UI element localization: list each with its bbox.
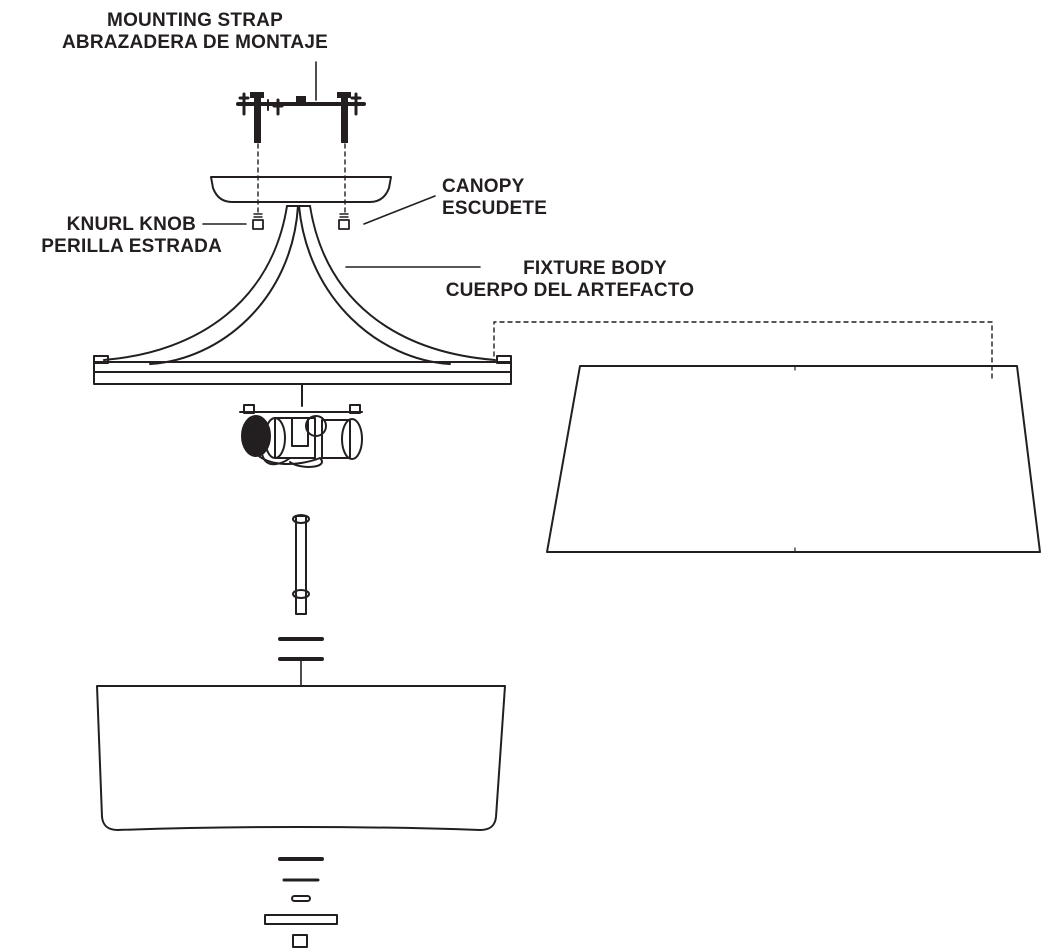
label-knurl-knob-es: PERILLA ESTRADA (41, 236, 222, 257)
lampshade (546, 365, 1041, 553)
label-fixture-body-en: FIXTURE BODY (523, 258, 667, 279)
label-knurl-knob-en: KNURL KNOB (66, 214, 196, 235)
label-mounting-strap-es: ABRAZADERA DE MONTAJE (62, 32, 328, 53)
label-fixture-body: FIXTURE BODY CUERPO DEL ARTEFACTO (405, 258, 735, 302)
socket-cluster (239, 384, 363, 468)
label-fixture-body-es: CUERPO DEL ARTEFACTO (445, 280, 695, 301)
knurl-knobs (252, 213, 350, 230)
label-mounting-strap: MOUNTING STRAP ABRAZADERA DE MONTAJE (30, 10, 360, 54)
label-knurl-knob: KNURL KNOB PERILLA ESTRADA (4, 214, 222, 258)
label-mounting-strap-en: MOUNTING STRAP (107, 10, 283, 31)
canopy (210, 176, 392, 203)
center-rod (292, 514, 310, 615)
finial-hardware (264, 878, 338, 948)
fixture-body (93, 205, 512, 385)
label-canopy-en: CANOPY (442, 176, 525, 197)
label-canopy-es: ESCUDETE (442, 198, 548, 219)
mounting-strap (236, 92, 366, 143)
label-canopy: CANOPY ESCUDETE (442, 176, 547, 220)
bowl-diffuser (96, 685, 506, 831)
